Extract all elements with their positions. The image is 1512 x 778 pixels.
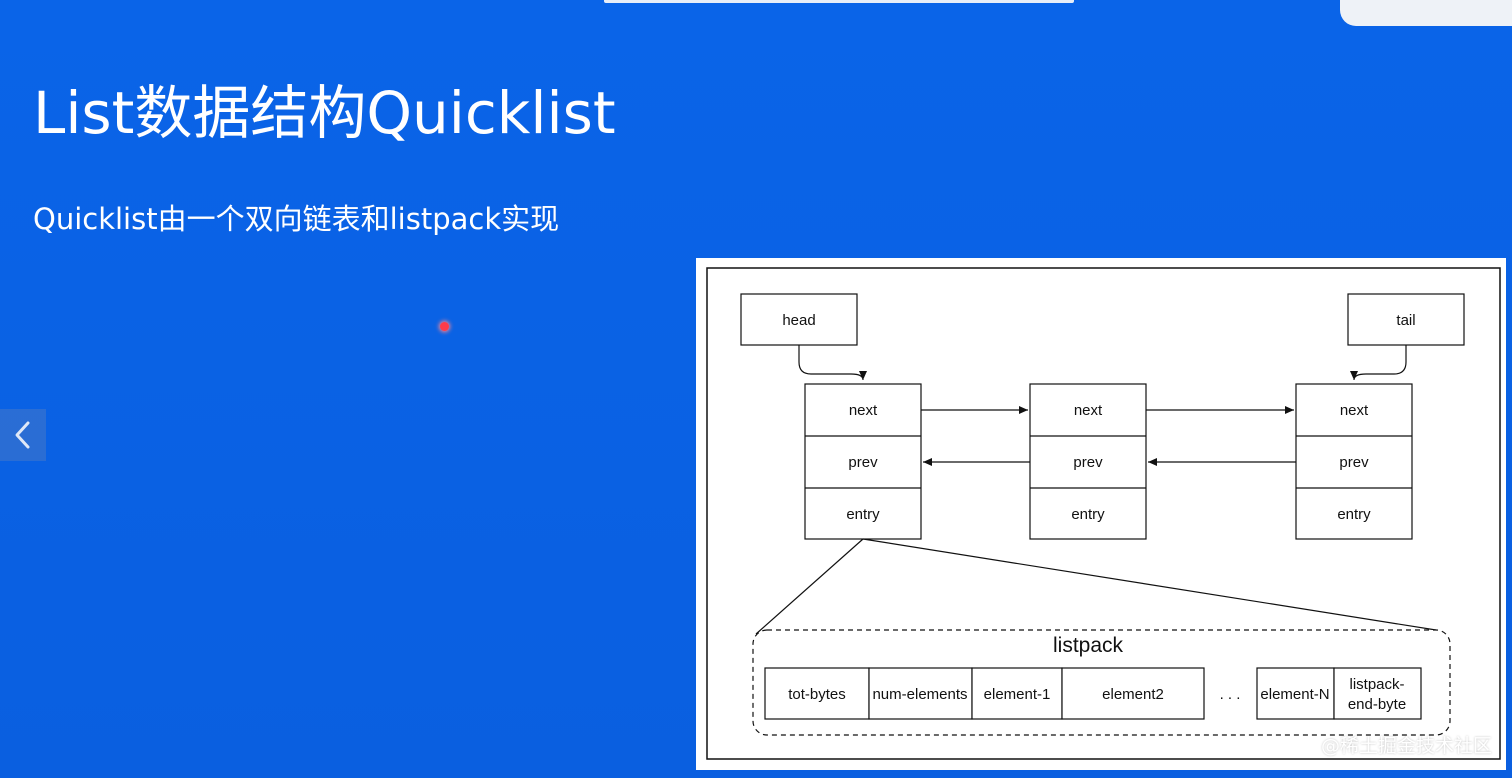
quicklist-node-2: next prev entry <box>1029 383 1147 540</box>
node-field-next: next <box>849 402 878 419</box>
listpack-cell-tot-bytes: tot-bytes <box>788 686 846 703</box>
slide-subtitle: Quicklist由一个双向链表和listpack实现 <box>33 202 560 236</box>
node-field-prev: prev <box>848 454 878 471</box>
tail-box: tail <box>1347 293 1465 346</box>
watermark-text: @稀土掘金技术社区 <box>1320 735 1492 757</box>
head-box: head <box>740 293 858 346</box>
node-field-entry: entry <box>1071 506 1105 523</box>
laser-pointer-dot <box>440 322 449 331</box>
previous-slide-button[interactable] <box>0 409 46 461</box>
quicklist-node-3: next prev entry <box>1295 383 1413 540</box>
listpack-cell-element2: element2 <box>1102 686 1164 703</box>
entry-expand-line-left <box>755 538 864 635</box>
tail-pointer-arrow <box>1350 345 1407 381</box>
listpack-cells: tot-bytes num-elements element-1 element… <box>764 667 1422 720</box>
node-field-next: next <box>1074 402 1103 419</box>
diagram-canvas: head tail next prev entry next prev entr… <box>706 267 1501 760</box>
diagram-border <box>706 267 1501 760</box>
slide-title: List数据结构Quicklist <box>33 79 616 147</box>
listpack-cell-element-n: element-N <box>1260 686 1329 703</box>
listpack-cell-end-byte-line1: listpack- <box>1349 676 1404 693</box>
top-right-panel <box>1340 0 1512 26</box>
quicklist-node-1: next prev entry <box>804 383 922 540</box>
entry-expand-line-right <box>862 538 1437 631</box>
node-field-entry: entry <box>1337 506 1371 523</box>
chevron-left-icon <box>15 421 30 449</box>
top-toolbar-strip <box>604 0 1074 3</box>
node-field-next: next <box>1340 402 1369 419</box>
listpack-cell-num-elements: num-elements <box>872 686 967 703</box>
node-field-prev: prev <box>1073 454 1103 471</box>
tail-label: tail <box>1396 312 1415 329</box>
node-field-prev: prev <box>1339 454 1369 471</box>
listpack-cell-element-1: element-1 <box>984 686 1051 703</box>
listpack-title: listpack <box>1053 634 1124 657</box>
head-pointer-arrow <box>798 345 867 381</box>
quicklist-diagram: head tail next prev entry next prev entr… <box>696 258 1506 770</box>
listpack-cell-end-byte-line2: end-byte <box>1348 696 1406 713</box>
node-field-entry: entry <box>846 506 880 523</box>
head-label: head <box>782 312 815 329</box>
listpack-ellipsis: . . . <box>1220 686 1241 703</box>
